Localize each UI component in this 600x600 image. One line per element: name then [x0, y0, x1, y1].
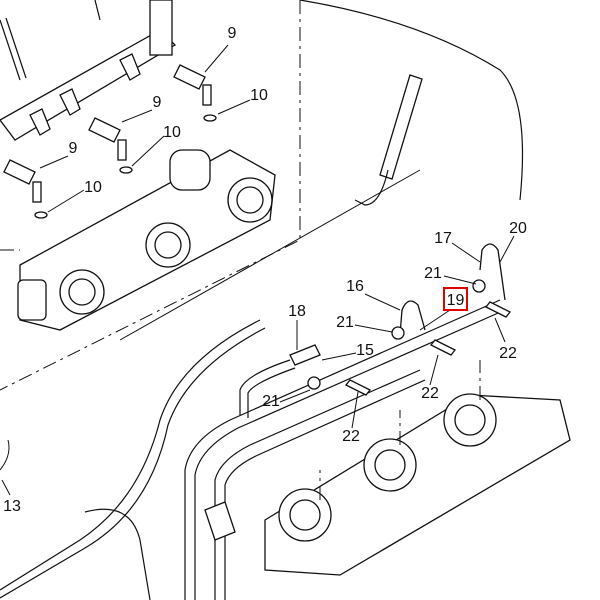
callout-10: 10: [163, 124, 181, 141]
callout-15: 15: [356, 342, 374, 359]
hose-line: [119, 169, 421, 341]
assembly-boundary: [0, 0, 301, 391]
callout-13: 13: [3, 498, 21, 515]
callout-22: 22: [499, 345, 517, 362]
throttle-body-lower: [264, 360, 571, 576]
callout-10: 10: [84, 179, 102, 196]
short-hoses: [307, 243, 506, 390]
callout-22: 22: [421, 385, 439, 402]
callout-21: 21: [424, 265, 442, 282]
throttle-body-upper: [17, 149, 276, 331]
hose-clamps: [344, 301, 512, 396]
highlight-box: [443, 287, 468, 311]
callout-22: 22: [342, 428, 360, 445]
callout-9: 9: [153, 94, 162, 111]
callout-9: 9: [69, 140, 78, 157]
cable-assembly: [299, 0, 524, 206]
callout-21: 21: [336, 314, 354, 331]
callout-18: 18: [288, 303, 306, 320]
callout-17: 17: [434, 230, 452, 247]
leader-lines: [0, 44, 515, 496]
callout-19-highlighted[interactable]: 19: [447, 292, 465, 309]
fuel-injectors: [3, 64, 217, 219]
fuel-hoses: [0, 299, 506, 600]
fuel-rail: [0, 0, 177, 141]
callout-21: 21: [262, 393, 280, 410]
callout-20: 20: [509, 220, 527, 237]
callout-16: 16: [346, 278, 364, 295]
callout-10: 10: [250, 87, 268, 104]
callout-9: 9: [228, 25, 237, 42]
